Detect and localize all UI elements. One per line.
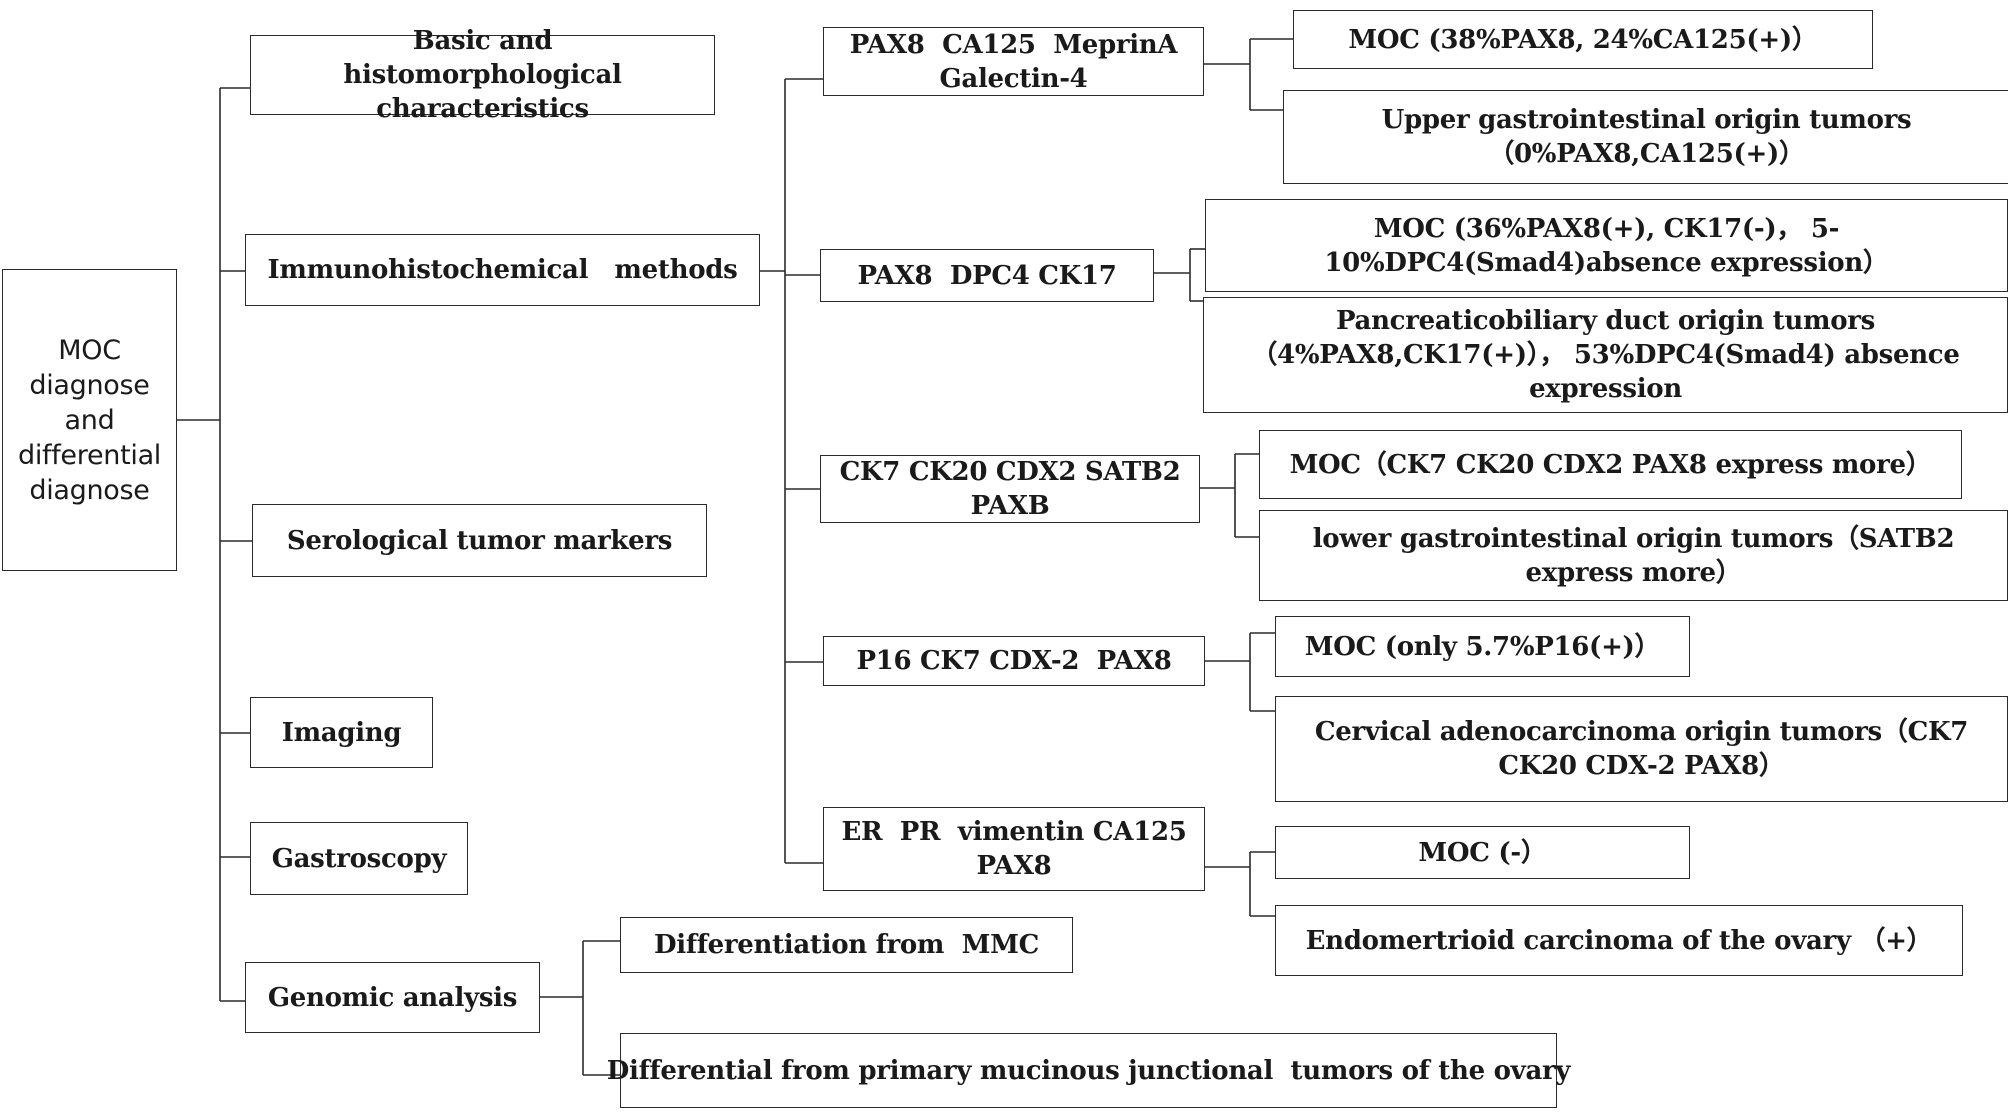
result-box-1b: Upper gastrointestinal origin tumors （0%… [1283,90,2008,184]
result-label-1b: Upper gastrointestinal origin tumors （0%… [1381,105,1912,169]
root-line: diagnose [29,369,150,401]
result-box-5a: MOC (-） [1275,826,1690,879]
marker-label-4: P16 CK7 CDX-2 PAX8 [856,646,1172,676]
marker-box-2: PAX8 DPC4 CK17 [820,249,1154,302]
genomic-analysis-label: Genomic analysis [267,982,518,1013]
result-box-3b: lower gastrointestinal origin tumors（SAT… [1259,510,2008,601]
genomic-analysis-box: Genomic analysis [245,962,540,1033]
serological-markers-label: Serological tumor markers [286,525,673,556]
result-label-4a: MOC (only 5.7%P16(+)） [1304,631,1661,662]
marker-label-1: PAX8 CA125 MeprinA Galectin-4 [849,29,1187,94]
root-line: MOC [58,334,121,366]
result-box-2a: MOC (36%PAX8(+), CK17(-)， 5-10%DPC4(Smad… [1205,199,2008,292]
marker-box-4: P16 CK7 CDX-2 PAX8 [823,636,1205,686]
imaging-box: Imaging [250,697,433,768]
immunohistochemical-label: Immunohistochemical methods [267,255,738,285]
result-box-2b: Pancreaticobiliary duct origin tumors（4%… [1203,297,2008,413]
result-label-1a: MOC (38%PAX8, 24%CA125(+)） [1348,24,1818,55]
marker-label-3: CK7 CK20 CDX2 SATB2 PAXB [839,457,1181,521]
immunohistochemical-box: Immunohistochemical methods [245,234,760,306]
result-label-2a: MOC (36%PAX8(+), CK17(-)， 5-10%DPC4(Smad… [1324,213,1889,278]
marker-label-2: PAX8 DPC4 CK17 [857,260,1117,291]
basic-characteristics-label: Basic and histomorphological characteris… [343,26,622,124]
result-label-4b: Cervical adenocarcinoma origin tumors（CK… [1314,717,1969,781]
genomic-box-mmc: Differentiation from MMC [620,917,1073,973]
marker-box-1: PAX8 CA125 MeprinA Galectin-4 [823,27,1204,96]
gastroscopy-label: Gastroscopy [271,843,447,874]
basic-characteristics-box: Basic and histomorphological characteris… [250,26,715,124]
root-line: differential [17,439,162,471]
genomic-label-mmc: Differentiation from MMC [654,930,1039,960]
marker-label-5: ER PR vimentin CA125 PAX8 [841,817,1196,881]
marker-box-3: CK7 CK20 CDX2 SATB2 PAXB [820,455,1200,523]
genomic-label-junctional: Differential from primary mucinous junct… [606,1055,1571,1086]
result-box-1a: MOC (38%PAX8, 24%CA125(+)） [1293,10,1873,69]
result-label-5b: Endomertrioid carcinoma of the ovary （+） [1305,925,1933,956]
result-label-5a: MOC (-） [1418,837,1547,868]
marker-box-5: ER PR vimentin CA125 PAX8 [823,807,1205,891]
root-line: and [64,404,115,436]
root-box: MOC diagnose and differential diagnose [2,269,177,571]
result-box-5b: Endomertrioid carcinoma of the ovary （+） [1275,905,1963,976]
result-box-4b: Cervical adenocarcinoma origin tumors（CK… [1275,696,2008,802]
result-label-3a: MOC（CK7 CK20 CDX2 PAX8 express more） [1289,449,1932,480]
root-line: diagnose [29,474,150,506]
result-label-2b: Pancreaticobiliary duct origin tumors（4%… [1251,306,1960,404]
result-box-4a: MOC (only 5.7%P16(+)） [1275,616,1690,677]
gastroscopy-box: Gastroscopy [250,822,468,895]
genomic-box-junctional: Differential from primary mucinous junct… [607,1033,1571,1108]
result-box-3a: MOC（CK7 CK20 CDX2 PAX8 express more） [1259,430,1962,499]
imaging-label: Imaging [281,717,402,748]
serological-markers-box: Serological tumor markers [252,504,707,577]
result-label-3b: lower gastrointestinal origin tumors（SAT… [1312,523,1955,588]
